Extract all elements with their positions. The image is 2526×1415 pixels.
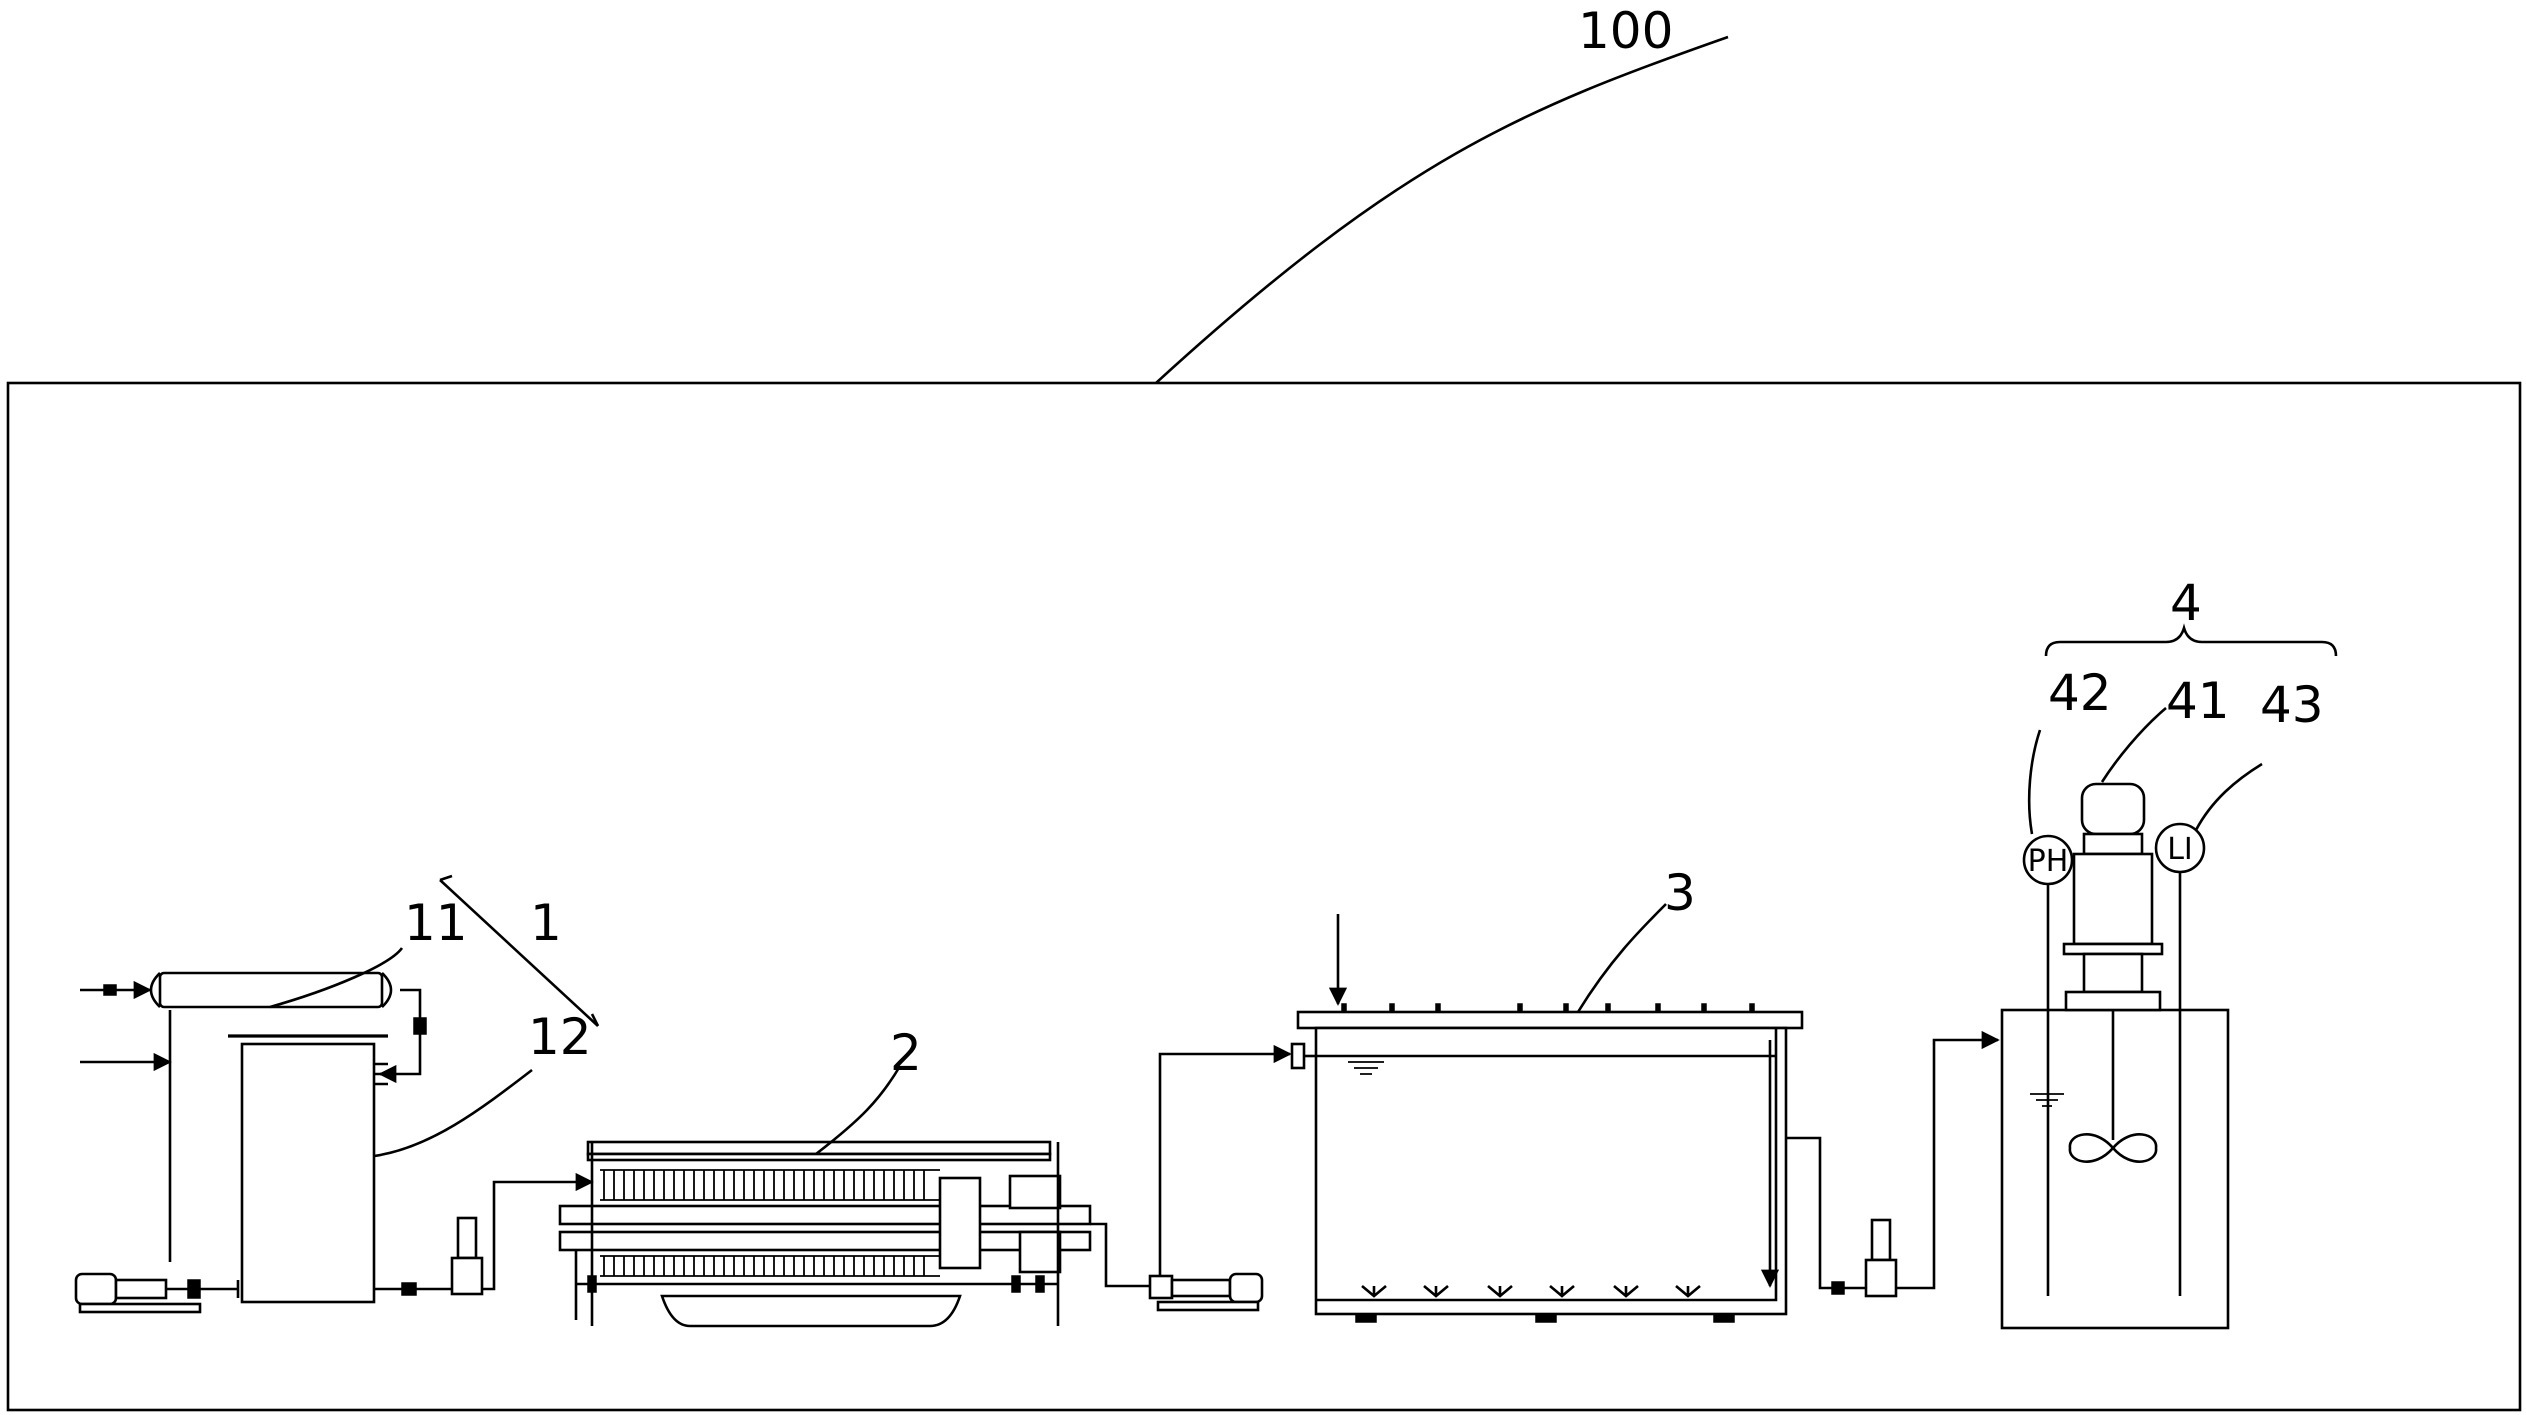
label-11: 11 bbox=[404, 894, 468, 952]
unit-4-reactor: 4 41 PH 42 LI bbox=[2000, 574, 2338, 1330]
label-4: 4 bbox=[2170, 574, 2202, 632]
pump-motor-1 bbox=[74, 1272, 240, 1314]
tank-3-bolts bbox=[1341, 1003, 1755, 1013]
unit-3-settling-tank: 3 bbox=[1290, 864, 1804, 1323]
ph-sensor-42: PH 42 bbox=[2022, 664, 2112, 1296]
agitator-motor-41: 41 bbox=[2062, 672, 2230, 1163]
tank-12: 12 bbox=[80, 1008, 592, 1304]
label-12: 12 bbox=[528, 1008, 592, 1066]
pump-to-filter bbox=[450, 1172, 594, 1296]
label-100: 100 bbox=[1578, 2, 1673, 60]
filter-plates bbox=[600, 1169, 940, 1277]
pump-to-unit-4 bbox=[1786, 1030, 2000, 1298]
unit-1-mixing-tank: 1 11 12 bbox=[74, 874, 600, 1314]
unit-2-filter-press: 2 bbox=[558, 1024, 1092, 1328]
label-1: 1 bbox=[530, 894, 562, 952]
system-boundary: 100 bbox=[6, 2, 2522, 1412]
ph-symbol: PH bbox=[2028, 844, 2069, 879]
li-symbol: LI bbox=[2167, 832, 2193, 867]
pump-to-tank-3 bbox=[1090, 1044, 1292, 1312]
vessel-11: 11 bbox=[80, 894, 468, 1084]
tank-3-diffusers bbox=[1361, 1285, 1701, 1298]
level-sensor-43: LI 43 bbox=[2154, 676, 2324, 1296]
label-41: 41 bbox=[2166, 672, 2230, 730]
label-3: 3 bbox=[1664, 864, 1696, 922]
label-43: 43 bbox=[2260, 676, 2324, 734]
label-2: 2 bbox=[890, 1024, 922, 1082]
label-42: 42 bbox=[2048, 664, 2112, 722]
